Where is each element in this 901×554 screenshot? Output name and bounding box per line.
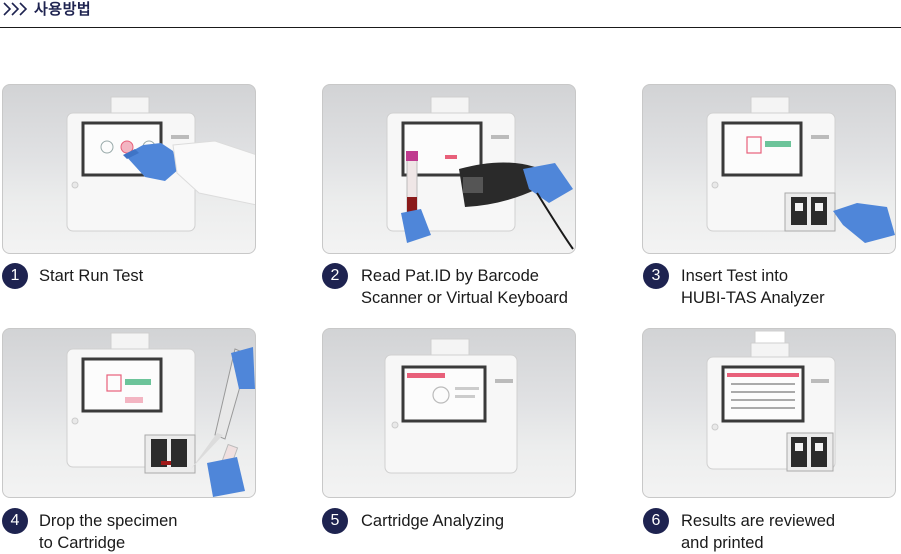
- triple-chevron-right-icon: [3, 2, 28, 16]
- step-number-badge: 1: [2, 263, 28, 289]
- pipette-specimen-photo: [2, 328, 256, 498]
- barcode-scanner-tube-photo: [322, 84, 576, 254]
- step-number-badge: 2: [322, 263, 348, 289]
- step-caption: Results are reviewed and printed: [681, 510, 835, 554]
- step-caption: Start Run Test: [39, 265, 143, 287]
- page-title: 사용방법: [34, 1, 92, 18]
- step-caption-line: and printed: [681, 534, 764, 552]
- step-number-badge: 5: [322, 508, 348, 534]
- step-caption-line: to Cartridge: [39, 534, 126, 552]
- step-caption-line: HUBI-TAS Analyzer: [681, 289, 825, 307]
- insert-cartridge-photo: [642, 84, 896, 254]
- step-caption-line: Drop the specimen: [39, 512, 178, 530]
- step-caption-line: Read Pat.ID by Barcode: [361, 267, 539, 285]
- section-header: 사용방법: [0, 0, 901, 28]
- step-caption-line: Start Run Test: [39, 267, 144, 285]
- step-number-badge: 4: [2, 508, 28, 534]
- step-caption-line: Cartridge Analyzing: [361, 512, 505, 530]
- results-printed-photo: [642, 328, 896, 498]
- analyzer-touch-screen-photo: [2, 84, 256, 254]
- analyzing-screen-photo: [322, 328, 576, 498]
- step-caption: Insert Test into HUBI-TAS Analyzer: [681, 265, 825, 309]
- step-caption: Cartridge Analyzing: [361, 510, 504, 532]
- step-caption-line: Insert Test into: [681, 267, 789, 285]
- step-caption-line: Scanner or Virtual Keyboard: [361, 289, 568, 307]
- step-caption: Read Pat.ID by Barcode Scanner or Virtua…: [361, 265, 568, 309]
- step-caption: Drop the specimen to Cartridge: [39, 510, 178, 554]
- step-caption-line: Results are reviewed: [681, 512, 836, 530]
- step-number-badge: 3: [643, 263, 669, 289]
- header-divider: [0, 27, 901, 28]
- step-number-badge: 6: [643, 508, 669, 534]
